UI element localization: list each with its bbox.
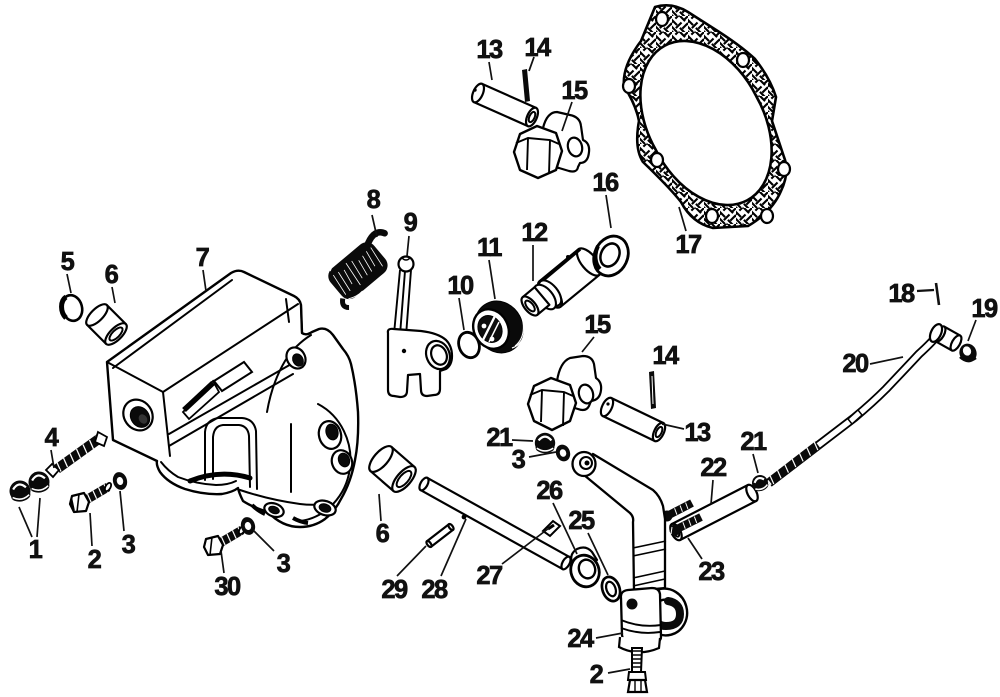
svg-text:28: 28	[421, 576, 448, 604]
svg-text:30: 30	[214, 573, 241, 601]
svg-text:10: 10	[447, 272, 474, 300]
svg-text:7: 7	[196, 244, 210, 272]
svg-text:17: 17	[675, 231, 702, 259]
svg-text:22: 22	[700, 454, 727, 482]
svg-text:21: 21	[486, 424, 513, 452]
svg-text:25: 25	[568, 507, 595, 535]
svg-text:11: 11	[477, 234, 502, 262]
svg-text:21: 21	[740, 428, 767, 456]
svg-text:5: 5	[61, 248, 75, 276]
svg-text:13: 13	[476, 36, 503, 64]
svg-text:18: 18	[888, 280, 915, 308]
svg-text:4: 4	[45, 424, 60, 452]
svg-text:15: 15	[561, 77, 588, 105]
svg-text:12: 12	[521, 219, 548, 247]
svg-text:3: 3	[512, 446, 526, 474]
svg-text:27: 27	[476, 562, 503, 590]
svg-text:6: 6	[105, 261, 119, 289]
svg-text:26: 26	[536, 477, 563, 505]
svg-text:14: 14	[652, 342, 680, 370]
svg-text:3: 3	[277, 550, 291, 578]
svg-text:13: 13	[684, 419, 711, 447]
svg-text:2: 2	[88, 546, 102, 574]
svg-text:20: 20	[842, 350, 869, 378]
svg-text:9: 9	[404, 209, 418, 237]
svg-text:15: 15	[584, 311, 611, 339]
svg-text:16: 16	[592, 169, 619, 197]
svg-text:14: 14	[524, 34, 552, 62]
svg-text:3: 3	[122, 531, 136, 559]
svg-text:23: 23	[698, 558, 725, 586]
svg-text:19: 19	[971, 295, 998, 323]
svg-text:24: 24	[567, 625, 595, 653]
svg-text:8: 8	[367, 186, 381, 214]
svg-text:1: 1	[29, 536, 43, 564]
svg-text:29: 29	[381, 576, 408, 604]
svg-text:2: 2	[590, 661, 604, 689]
svg-text:6: 6	[376, 520, 390, 548]
